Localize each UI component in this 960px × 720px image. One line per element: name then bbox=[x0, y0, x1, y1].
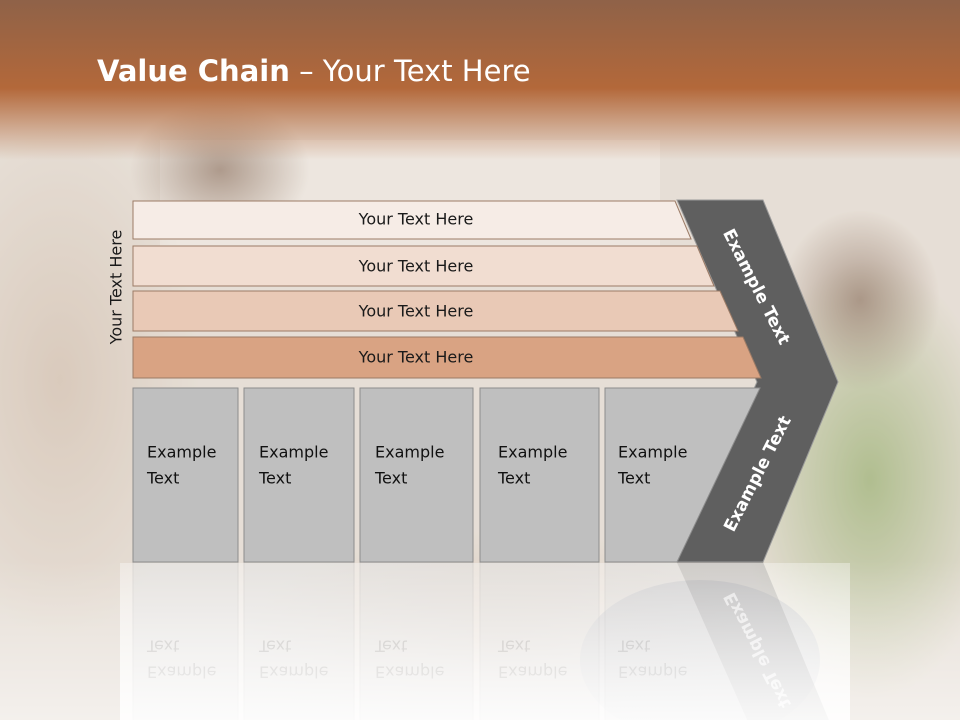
row-4[interactable]: Your Text Here bbox=[132, 336, 762, 379]
title-bold: Value Chain bbox=[97, 54, 290, 88]
box-1-line-1: Example bbox=[147, 443, 216, 462]
page-title: Value Chain – Your Text Here bbox=[97, 54, 531, 88]
row-4-label: Your Text Here bbox=[358, 348, 474, 367]
box-1-line-2: Text bbox=[146, 469, 179, 488]
box-5[interactable]: Example Text bbox=[604, 387, 761, 563]
box-4-line-2: Text bbox=[497, 469, 530, 488]
box-1[interactable]: Example Text bbox=[132, 387, 239, 563]
box-3-line-2: Text bbox=[374, 469, 407, 488]
row-2-label: Your Text Here bbox=[358, 257, 474, 276]
row-2[interactable]: Your Text Here bbox=[132, 245, 715, 287]
box-4-line-1: Example bbox=[498, 443, 567, 462]
row-3[interactable]: Your Text Here bbox=[132, 290, 739, 332]
reflection-fade bbox=[120, 563, 850, 720]
row-1[interactable]: Your Text Here bbox=[132, 200, 692, 240]
box-2-line-2: Text bbox=[258, 469, 291, 488]
box-2-line-1: Example bbox=[259, 443, 328, 462]
box-3[interactable]: Example Text bbox=[359, 387, 474, 563]
row-1-label: Your Text Here bbox=[358, 210, 474, 229]
box-5-line-1: Example bbox=[618, 443, 687, 462]
row-3-label: Your Text Here bbox=[358, 302, 474, 321]
box-3-line-1: Example bbox=[375, 443, 444, 462]
title-rest: – Your Text Here bbox=[289, 54, 531, 88]
box-5-line-2: Text bbox=[617, 469, 650, 488]
box-4[interactable]: Example Text bbox=[479, 387, 600, 563]
box-2[interactable]: Example Text bbox=[243, 387, 355, 563]
